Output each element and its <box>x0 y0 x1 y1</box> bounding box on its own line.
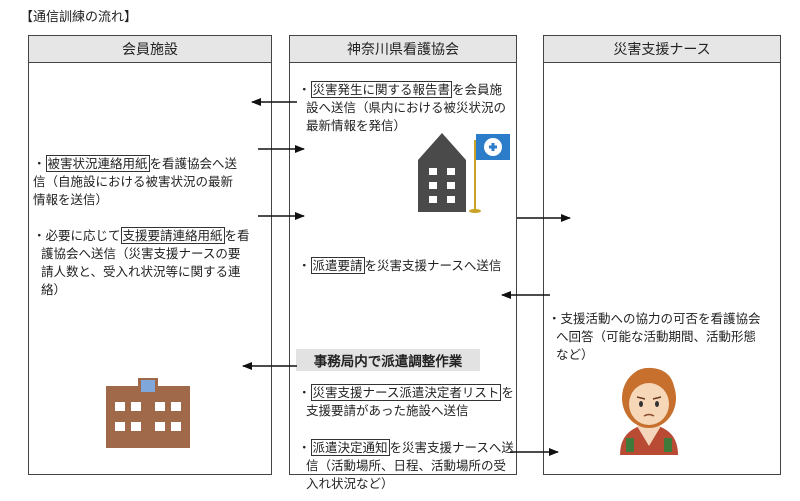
secretariat-dispatch-coordination: 事務局内で派遣調整作業 <box>296 349 480 371</box>
column-header-member: 会員施設 <box>29 36 271 63</box>
column-disaster-nurse: 災害支援ナース ・支援活動への協力の可否を看護協会 へ回答（可能な活動期間、活動… <box>543 35 781 475</box>
member-item-support-request: ・必要に応じて支援要請連絡用紙を看 護協会へ送信（災害支援ナースの要 請人数と、… <box>33 227 250 297</box>
column-member-facility: 会員施設 ・被害状況連絡用紙を看護協会へ送 信（自施設における被害状況の最新 情… <box>28 35 272 475</box>
association-item-dispatch-notice: ・派遣決定通知を災害支援ナースへ送 信（活動場所、日程、活動場所の受 入れ状況な… <box>298 439 514 491</box>
member-item-damage-report: ・被害状況連絡用紙を看護協会へ送 信（自施設における被害状況の最新 情報を送信） <box>33 155 238 207</box>
office-building-icon <box>418 133 466 212</box>
doc-support-request-form: 支援要請連絡用紙 <box>120 227 225 244</box>
diagram-title: 【通信訓練の流れ】 <box>20 10 138 25</box>
doc-disaster-report: 災害発生に関する報告書 <box>310 81 453 98</box>
facility-building-icon <box>106 378 190 448</box>
association-item-disaster-report: ・災害発生に関する報告書を会員施 設へ送信（県内における被災状況の 最新情報を発… <box>298 81 507 133</box>
column-association: 神奈川県看護協会 ・災害発生に関する報告書を会員施 設へ送信（県内における被災状… <box>289 35 517 491</box>
nurse-item-availability-reply: ・支援活動への協力の可否を看護協会 へ回答（可能な活動期間、活動形態 など） <box>548 311 761 362</box>
nurse-person-icon <box>620 367 678 455</box>
doc-dispatch-decision-notice: 派遣決定通知 <box>310 439 390 456</box>
association-item-dispatch-list: ・災害支援ナース派遣決定者リストを 支援要請があった施設へ送信 <box>298 384 514 418</box>
association-item-dispatch-request: ・派遣要請を災害支援ナースへ送信 <box>298 257 502 274</box>
column-header-association: 神奈川県看護協会 <box>290 36 516 63</box>
column-header-nurse: 災害支援ナース <box>544 36 780 63</box>
doc-dispatch-decision-list: 災害支援ナース派遣決定者リスト <box>310 384 502 401</box>
doc-dispatch-request: 派遣要請 <box>310 257 365 274</box>
doc-damage-report-form: 被害状況連絡用紙 <box>45 155 150 172</box>
cross-flag-icon <box>469 134 510 213</box>
